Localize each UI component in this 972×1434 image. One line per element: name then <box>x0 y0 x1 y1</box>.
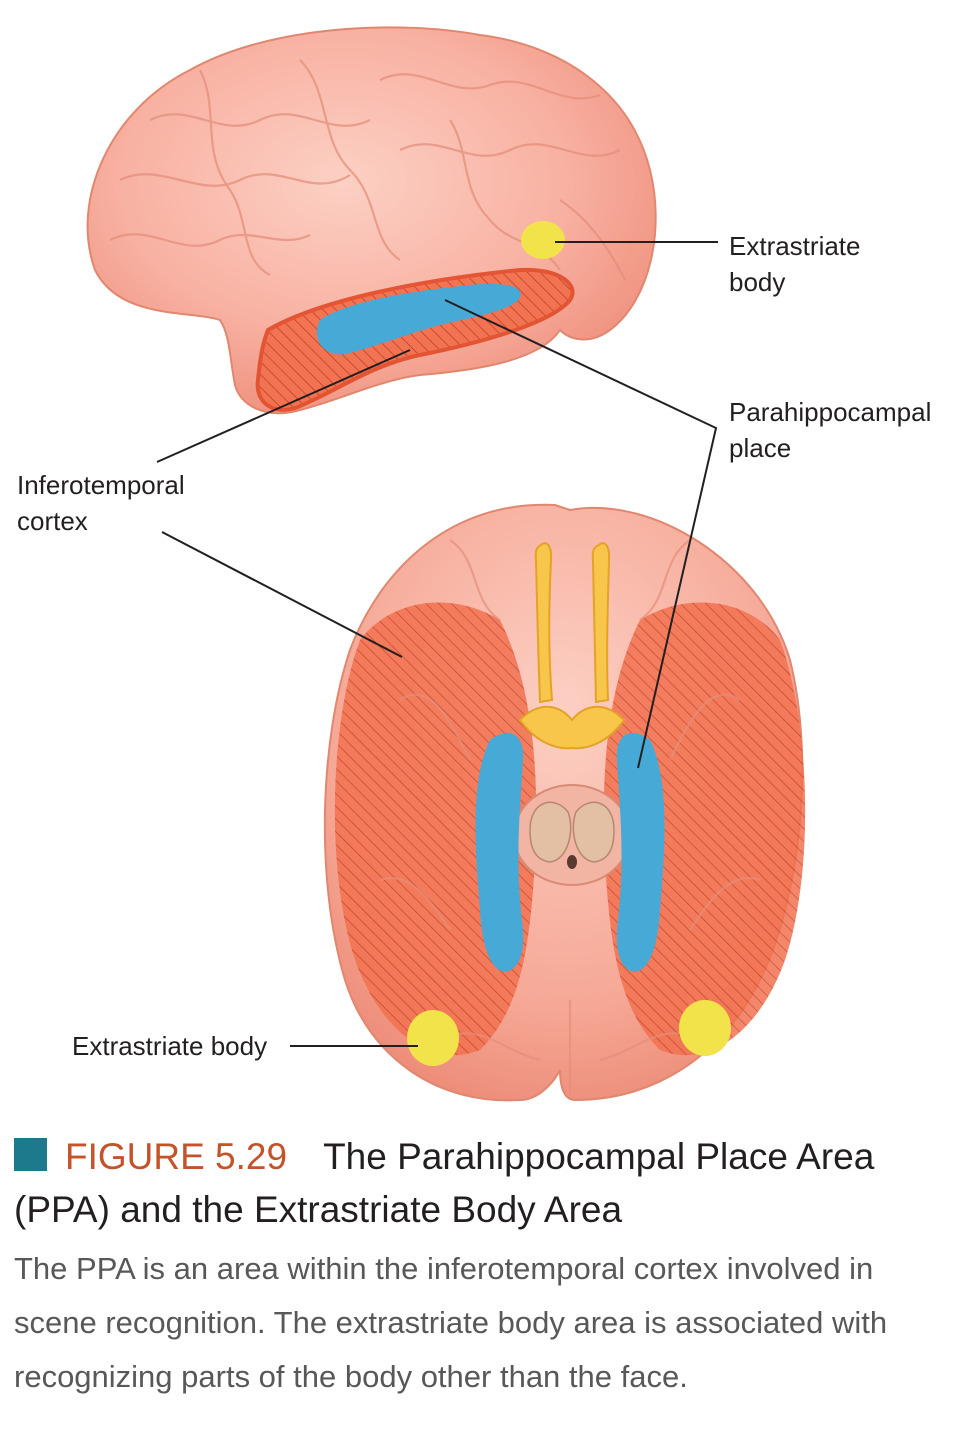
ventral-extrastriate-left <box>407 1010 459 1066</box>
ventral-extrastriate-right <box>679 1000 731 1056</box>
leader-inferotemporal-ventral <box>161 531 403 658</box>
ventral-brain-view <box>323 503 806 1102</box>
caption-title: The Parahippocampal Place Area (PPA) and… <box>14 1136 875 1230</box>
caption-body: The PPA is an area within the inferotemp… <box>14 1251 888 1394</box>
figure-number: FIGURE 5.29 <box>65 1136 288 1177</box>
brainstem <box>513 784 631 886</box>
olfactory-tracts <box>518 542 626 750</box>
leader-lines <box>156 241 718 1047</box>
square-marker-icon <box>14 1138 47 1171</box>
label-parahippocampal-place: Parahippocampal place <box>729 397 932 463</box>
leader-parahippocampal <box>444 299 718 769</box>
lateral-ppa-region <box>316 283 521 355</box>
label-extrastriate-top: Extrastriate body <box>729 231 861 297</box>
ventral-ppa-right <box>616 732 665 972</box>
ventral-gyri-texture <box>379 539 761 1095</box>
label-extrastriate-bottom: Extrastriate body <box>72 1031 268 1061</box>
lateral-extrastriate-region <box>521 221 565 259</box>
label-inferotemporal-cortex: Inferotemporal cortex <box>17 470 185 536</box>
lateral-brain-view <box>86 26 657 415</box>
brain-diagram <box>86 26 806 1102</box>
leader-inferotemporal <box>156 349 411 463</box>
ventral-ppa-left <box>475 732 524 972</box>
